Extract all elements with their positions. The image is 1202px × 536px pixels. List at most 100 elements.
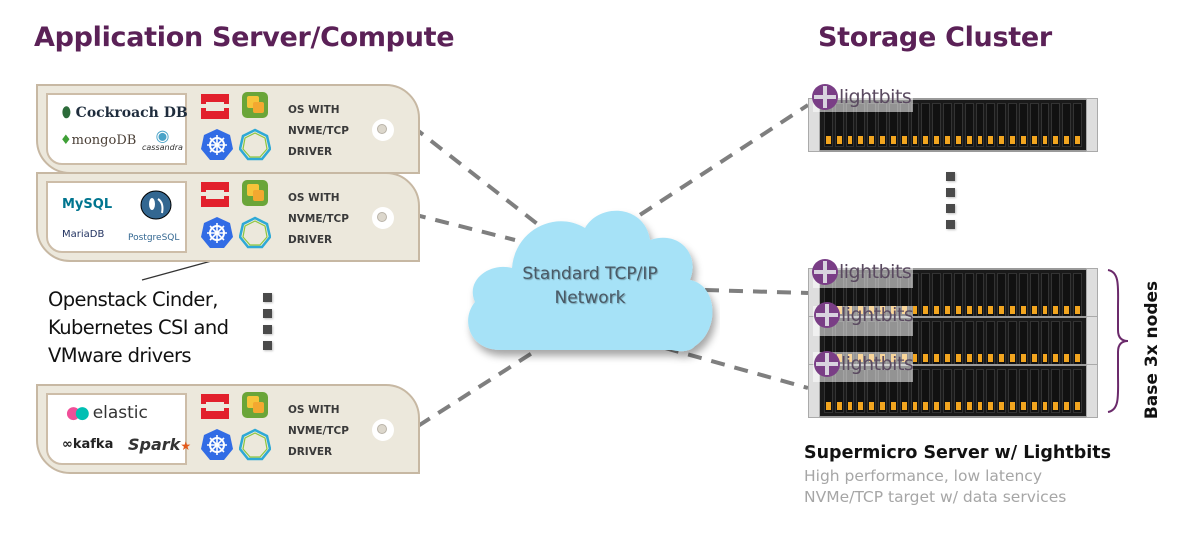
lightbits-mark-icon xyxy=(814,302,840,328)
network-cloud-label: Standard TCP/IP Network xyxy=(522,264,658,308)
drive-bay xyxy=(943,103,952,147)
drive-bay xyxy=(975,103,985,147)
more-storage-ellipsis-icon xyxy=(946,172,956,236)
link-cloud-storage3 xyxy=(664,346,809,390)
drive-bay xyxy=(1029,369,1039,413)
app-logos-panel: MySQL MariaDB PostgreSQL xyxy=(46,181,187,253)
heptagon-icon xyxy=(239,428,271,461)
more-compute-ellipsis-icon xyxy=(263,293,273,357)
app-logos-panel: ⬮ Cockroach DB ♦mongoDB ◉ cassandra xyxy=(46,93,188,165)
kubernetes-icon xyxy=(201,217,233,248)
drive-bay xyxy=(997,273,1007,317)
app-logos-panel: ●●elastic ∞kafka Spark★ xyxy=(46,393,191,465)
drive-bay xyxy=(943,273,952,317)
storage-node-server xyxy=(808,364,1098,418)
drive-bay xyxy=(921,273,931,317)
vmware-vsphere-icon xyxy=(242,180,268,206)
drive-bay xyxy=(1051,321,1061,365)
drive-bay xyxy=(975,273,985,317)
drive-bay xyxy=(1008,321,1017,365)
lightbits-wordmark: lightbits xyxy=(839,261,912,283)
compute-card-2: MySQL MariaDB PostgreSQL OS WITH NVME/TC… xyxy=(36,172,420,262)
drive-bay xyxy=(986,103,996,147)
drive-bay xyxy=(1029,321,1039,365)
drive-bay xyxy=(1040,273,1050,317)
drive-bays xyxy=(824,103,1082,147)
server-rack-ear xyxy=(1086,316,1098,370)
cluster-brace-icon xyxy=(1107,269,1129,413)
drive-bay xyxy=(932,273,942,317)
lightbits-mark-icon xyxy=(812,84,838,110)
drive-bay xyxy=(997,321,1007,365)
lightbits-wordmark: lightbits xyxy=(841,304,914,326)
lightbits-logo: lightbits xyxy=(814,351,914,377)
mongodb-logo: ♦mongoDB xyxy=(60,133,137,148)
drive-bay xyxy=(975,369,985,413)
drive-bay xyxy=(953,273,963,317)
drive-bay xyxy=(932,369,942,413)
heptagon-icon xyxy=(239,128,271,161)
drive-bay xyxy=(932,321,942,365)
lightbits-wordmark: lightbits xyxy=(841,353,914,375)
cockroachdb-logo: ⬮ Cockroach DB xyxy=(62,105,188,121)
drive-bay xyxy=(910,369,920,413)
openstack-icon xyxy=(200,394,230,419)
compute-card-1: ⬮ Cockroach DB ♦mongoDB ◉ cassandra OS W… xyxy=(36,84,420,174)
os-driver-label: OS WITH NVME/TCP DRIVER xyxy=(288,404,349,458)
link-card3-cloud xyxy=(416,346,542,428)
drive-bay xyxy=(1062,369,1072,413)
drive-bay xyxy=(986,369,996,413)
os-driver-label: OS WITH NVME/TCP DRIVER xyxy=(288,192,349,246)
drive-bay xyxy=(1051,103,1061,147)
drive-bay xyxy=(997,369,1007,413)
drive-bay xyxy=(986,321,996,365)
server-rack-ear xyxy=(1086,268,1098,322)
drive-bay xyxy=(932,103,942,147)
drive-bay xyxy=(997,103,1007,147)
drive-bay xyxy=(1040,103,1050,147)
drive-bay xyxy=(1062,321,1072,365)
drive-bay xyxy=(1018,273,1028,317)
drive-bay xyxy=(1018,103,1028,147)
drive-bays xyxy=(824,369,1082,413)
drive-bay xyxy=(953,321,963,365)
base-nodes-label: Base 3x nodes xyxy=(1142,280,1162,420)
network-port-icon xyxy=(372,419,394,441)
postgresql-elephant-icon xyxy=(136,189,176,225)
kafka-logo: ∞kafka xyxy=(62,437,114,452)
drive-bay xyxy=(1051,369,1061,413)
kubernetes-icon xyxy=(201,129,233,160)
lightbits-wordmark: lightbits xyxy=(839,86,912,108)
drive-bay xyxy=(964,321,974,365)
drive-bay xyxy=(1029,273,1039,317)
link-card1-cloud xyxy=(410,124,542,228)
network-port-icon xyxy=(372,207,394,229)
link-cloud-storage1 xyxy=(618,103,810,230)
lightbits-logo: lightbits xyxy=(814,302,914,328)
drive-bay xyxy=(1040,369,1050,413)
compute-section-title: Application Server/Compute xyxy=(34,22,455,53)
drive-bay xyxy=(943,321,952,365)
drive-bay xyxy=(921,369,931,413)
product-title: Supermicro Server w/ Lightbits xyxy=(804,443,1112,463)
link-cloud-storage2 xyxy=(704,288,809,295)
product-desc-line: High performance, low latency xyxy=(804,467,1043,485)
elastic-logo: ●●elastic xyxy=(66,403,148,423)
drive-bay xyxy=(1073,273,1082,317)
drive-bay xyxy=(986,273,996,317)
lightbits-mark-icon xyxy=(814,351,840,377)
storage-section-title: Storage Cluster xyxy=(818,22,1052,53)
drive-bay xyxy=(1073,369,1082,413)
drive-bay xyxy=(953,103,963,147)
drive-bay xyxy=(921,103,931,147)
drive-bay xyxy=(964,369,974,413)
storage-node-server xyxy=(808,316,1098,370)
driver-callout-text: Openstack Cinder, Kubernetes CSI and VMw… xyxy=(48,288,229,367)
lightbits-logo: lightbits xyxy=(812,84,912,110)
link-card2-cloud xyxy=(411,212,516,242)
drive-bay xyxy=(975,321,985,365)
server-rack-ear xyxy=(1086,364,1098,418)
drive-bay xyxy=(1018,321,1028,365)
drive-bay xyxy=(1062,273,1072,317)
network-port-icon xyxy=(372,119,394,141)
